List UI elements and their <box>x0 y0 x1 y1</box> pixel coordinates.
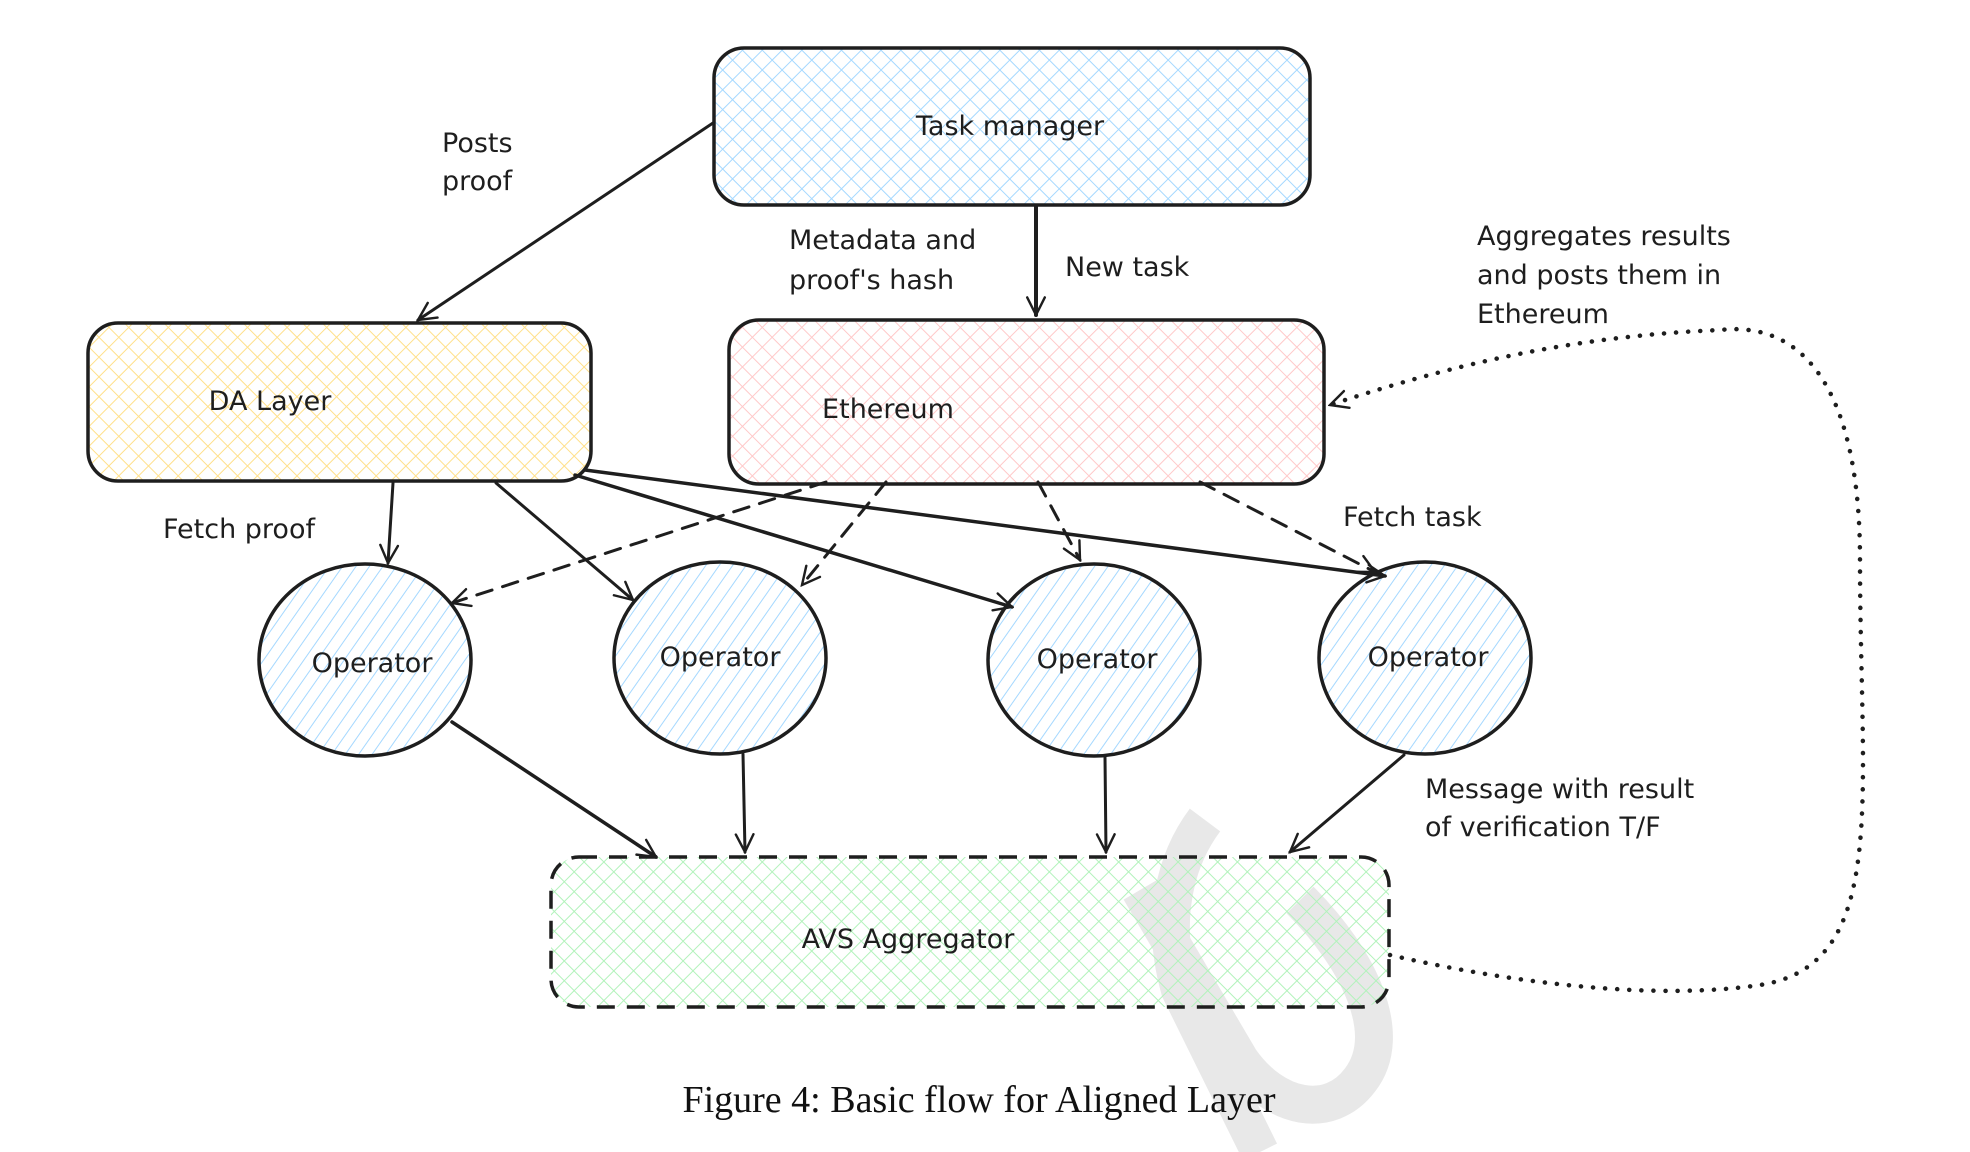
label-aggregates-line2: and posts them in <box>1477 260 1721 291</box>
ethereum-node[interactable]: Ethereum <box>727 318 1326 486</box>
operator-node-4[interactable]: Operator <box>1317 560 1533 756</box>
da-layer-box <box>86 321 593 483</box>
operator-ellipse <box>986 562 1202 758</box>
label-metadata-line1: Metadata and <box>789 225 976 256</box>
avs-aggregator-box <box>549 855 1391 1009</box>
label-posts: Posts <box>442 128 513 159</box>
edge-fetch-task-1 <box>452 480 828 603</box>
edge-fetch-proof-2 <box>494 481 633 600</box>
operator-node-3[interactable]: Operator <box>986 562 1202 758</box>
operator-label: Operator <box>660 642 782 673</box>
edge-fetch-proof-4 <box>583 468 1385 576</box>
operator-node-1[interactable]: Operator <box>257 562 473 758</box>
label-new-task: New task <box>1065 252 1190 283</box>
edge-fetch-task-4 <box>1198 480 1375 574</box>
operator-ellipse <box>612 560 828 756</box>
edge-fetch-task-3 <box>1036 480 1082 560</box>
label-proof: proof <box>442 166 514 197</box>
operator-ellipse <box>257 562 473 758</box>
figure-caption: Figure 4: Basic flow for Aligned Layer <box>682 1079 1275 1121</box>
edges <box>388 121 1866 994</box>
ethereum-label: Ethereum <box>822 394 954 425</box>
edge-result-4 <box>1290 753 1406 852</box>
operator-label: Operator <box>312 648 434 679</box>
task-manager-label: Task manager <box>915 111 1105 142</box>
label-metadata-line2: proof's hash <box>789 265 954 296</box>
edge-labels: Posts proof Metadata and proof's hash Ne… <box>163 128 1731 843</box>
label-fetch-proof: Fetch proof <box>163 514 316 545</box>
label-fetch-task: Fetch task <box>1343 502 1482 533</box>
label-message-line1: Message with result <box>1425 774 1694 805</box>
operator-node-2[interactable]: Operator <box>612 560 828 756</box>
label-aggregates-line1: Aggregates results <box>1477 221 1731 252</box>
operator-label: Operator <box>1037 644 1159 675</box>
edge-fetch-proof-3 <box>573 473 1012 607</box>
task-manager-box <box>712 46 1312 207</box>
edge-aggregate-to-ethereum <box>1330 326 1866 994</box>
operator-label: Operator <box>1368 642 1490 673</box>
operator-ellipse <box>1317 560 1533 756</box>
task-manager-node[interactable]: Task manager <box>712 46 1312 207</box>
edge-fetch-proof-1 <box>388 481 393 563</box>
ethereum-box <box>727 318 1326 486</box>
label-message-line2: of verification T/F <box>1425 812 1661 843</box>
da-layer-label: DA Layer <box>209 386 333 417</box>
edge-fetch-task-2 <box>802 480 888 585</box>
da-layer-node[interactable]: DA Layer <box>86 321 593 483</box>
avs-aggregator-label: AVS Aggregator <box>802 924 1016 955</box>
avs-aggregator-node[interactable]: AVS Aggregator <box>549 855 1391 1009</box>
edge-result-2 <box>743 752 745 852</box>
edge-result-3 <box>1105 755 1106 852</box>
edge-result-1 <box>450 720 656 859</box>
label-aggregates-line3: Ethereum <box>1477 299 1609 330</box>
edge-posts-proof <box>418 121 715 320</box>
